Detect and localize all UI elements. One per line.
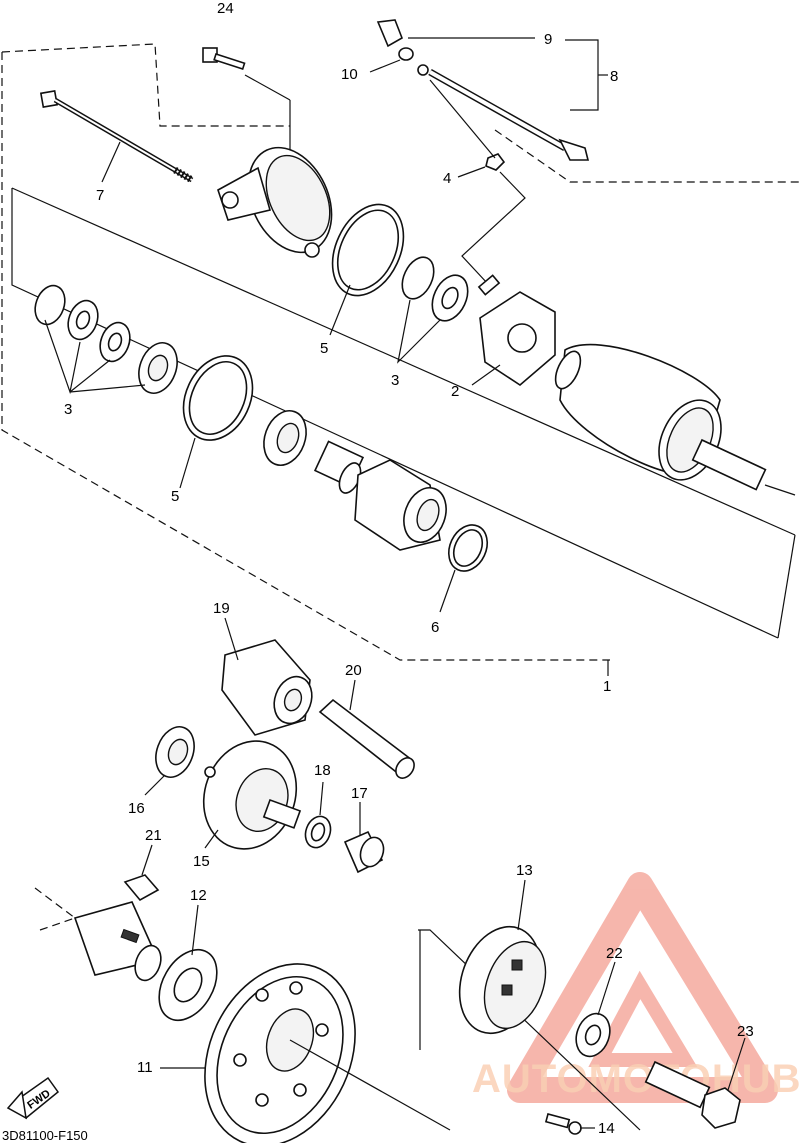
callout-22: 22 bbox=[606, 945, 623, 962]
callout-5-lower: 5 bbox=[171, 488, 179, 505]
crankshaft bbox=[34, 887, 162, 982]
callout-2: 2 bbox=[451, 383, 459, 400]
assembly-boundary-lines bbox=[1, 43, 800, 1131]
callout-3-left: 3 bbox=[64, 401, 72, 418]
callout-11: 11 bbox=[137, 1059, 153, 1076]
callout-16: 16 bbox=[128, 800, 145, 817]
callout-10: 10 bbox=[341, 66, 358, 83]
o-ring-5-lower bbox=[179, 355, 254, 489]
callout-3: 3 bbox=[391, 372, 399, 389]
washer-12 bbox=[158, 904, 218, 1022]
callout-18: 18 bbox=[314, 762, 331, 779]
front-flange bbox=[354, 459, 447, 551]
callout-4: 4 bbox=[443, 170, 451, 187]
callout-13: 13 bbox=[516, 862, 533, 879]
washer-22 bbox=[575, 961, 616, 1058]
starter-yoke bbox=[554, 343, 796, 496]
screw-14 bbox=[544, 1113, 595, 1135]
callout-6: 6 bbox=[431, 619, 439, 636]
idle-gear-19 bbox=[221, 617, 313, 736]
gear-15 bbox=[202, 740, 302, 850]
washers-3-right bbox=[397, 256, 469, 364]
one-way-clutch-13 bbox=[458, 879, 547, 1035]
shaft-20 bbox=[318, 679, 415, 779]
bolt-23 bbox=[644, 1037, 746, 1129]
bearing-bushing bbox=[263, 410, 365, 494]
callout-12: 12 bbox=[190, 887, 207, 904]
callout-15: 15 bbox=[193, 853, 210, 870]
callout-21: 21 bbox=[145, 827, 162, 844]
callout-19: 19 bbox=[213, 600, 230, 617]
needle-bearing-17 bbox=[343, 802, 385, 874]
callout-labels: 1 2 3 3 4 5 5 6 7 8 9 10 11 12 13 14 15 … bbox=[64, 0, 754, 1137]
callout-1: 1 bbox=[603, 678, 611, 695]
callout-9: 9 bbox=[544, 31, 552, 48]
front-cover bbox=[217, 146, 333, 258]
washers-3-left bbox=[34, 284, 178, 395]
callout-7: 7 bbox=[96, 187, 104, 204]
fwd-arrow-icon: FWD bbox=[6, 1076, 60, 1120]
starter-wheel-gear-11 bbox=[160, 963, 451, 1143]
washer-18 bbox=[304, 781, 332, 849]
callout-17: 17 bbox=[351, 785, 368, 802]
brush-holder-2 bbox=[471, 274, 556, 386]
bolt-24 bbox=[202, 47, 291, 240]
bearing-16 bbox=[144, 726, 195, 796]
washer-6 bbox=[439, 524, 489, 613]
callout-8: 8 bbox=[610, 68, 618, 85]
callout-23: 23 bbox=[737, 1023, 754, 1040]
callout-20: 20 bbox=[345, 662, 362, 679]
key-21 bbox=[123, 844, 160, 902]
callout-5: 5 bbox=[320, 340, 328, 357]
watermark-logo: AUTOMOTOHUB bbox=[472, 872, 800, 1103]
callout-24: 24 bbox=[217, 0, 234, 17]
watermark-text: AUTOMOTOHUB bbox=[472, 1057, 800, 1101]
diagram-code: 3D81100-F150 bbox=[2, 1128, 88, 1143]
callout-14: 14 bbox=[598, 1120, 615, 1137]
o-ring-5-upper bbox=[329, 203, 405, 336]
lead-wire-8 bbox=[369, 19, 608, 161]
nut-4 bbox=[429, 79, 526, 285]
long-bolt-7 bbox=[39, 89, 194, 184]
